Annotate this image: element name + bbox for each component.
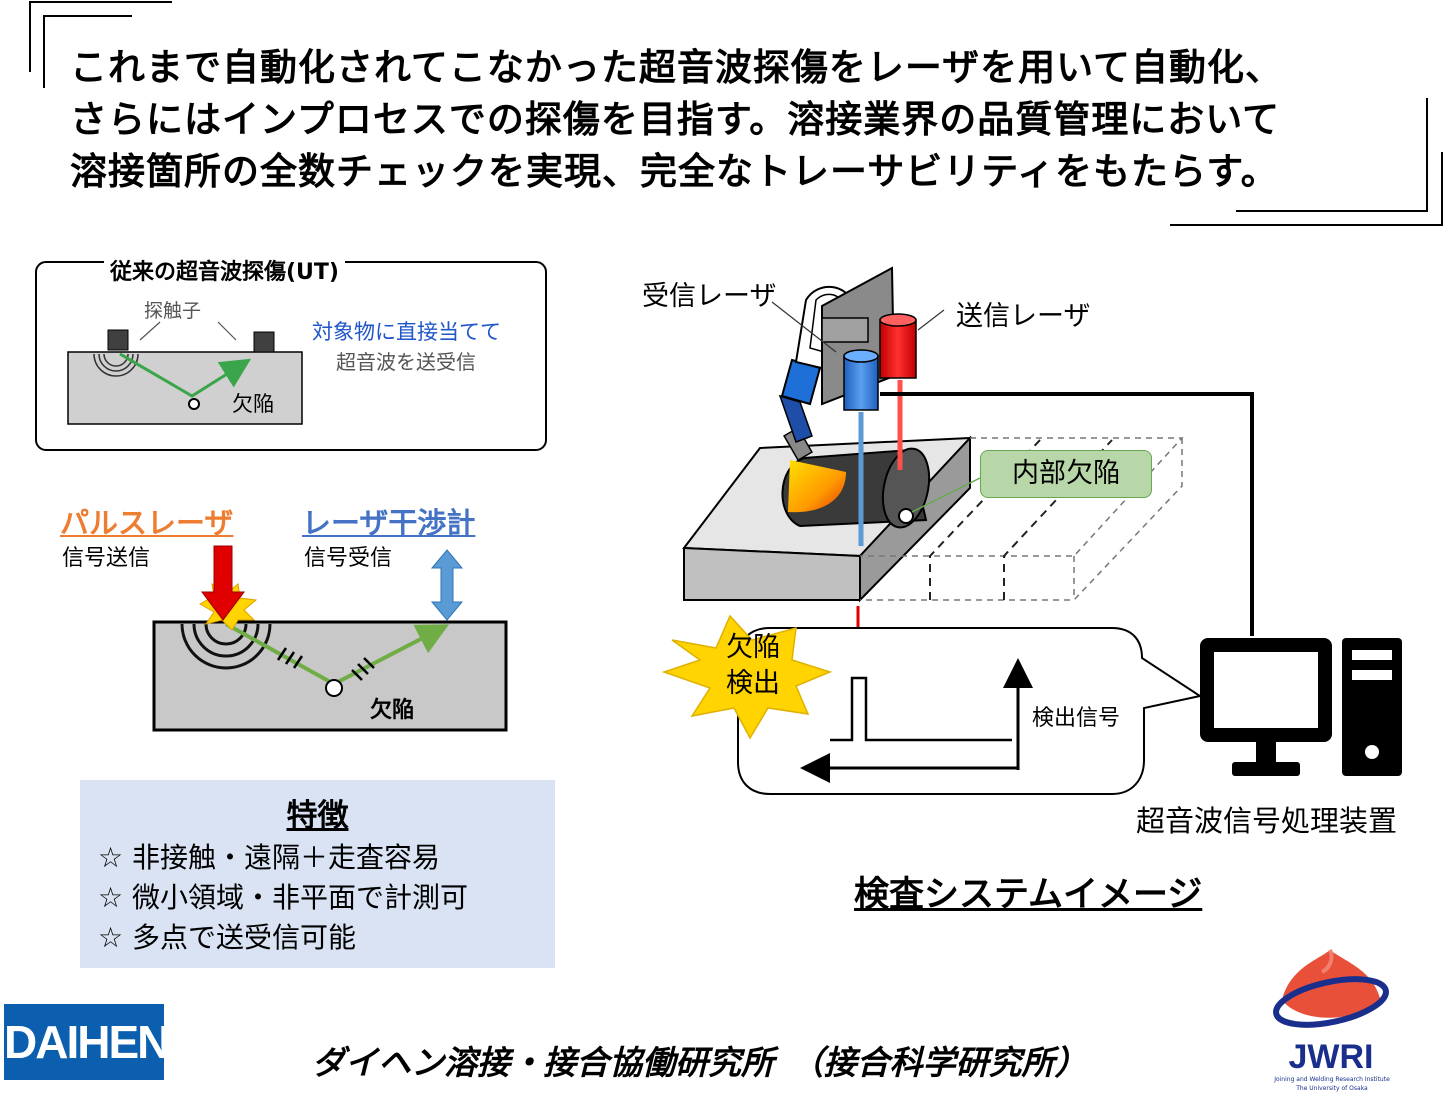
headline-bracket-left bbox=[29, 1, 172, 88]
system-title: 検査システムイメージ bbox=[854, 875, 1203, 915]
computer-icon bbox=[1200, 638, 1402, 776]
detection-signal-label: 検出信号 bbox=[1032, 706, 1121, 731]
receive-laser-head bbox=[843, 349, 879, 411]
ut-defect-dot bbox=[188, 398, 200, 410]
headline-line-2: さらにはインプロセスでの探傷を目指す。溶接業界の品質管理において bbox=[70, 98, 1281, 141]
ut-note-gray: 超音波を送受信 bbox=[336, 350, 476, 374]
laser-wave-ticks bbox=[276, 647, 375, 681]
pulse-laser-label: パルスレーザ bbox=[60, 506, 234, 540]
ut-probe-right bbox=[253, 331, 275, 353]
laser-ut-specimen bbox=[152, 620, 508, 732]
weld-flame bbox=[788, 460, 846, 513]
weld-cylinder-end bbox=[881, 447, 931, 529]
defect-detected-label: 欠陥 検出 bbox=[726, 630, 780, 702]
receive-laser-leader bbox=[771, 301, 837, 353]
ut-note-blue: 対象物に直接当てて bbox=[312, 320, 501, 344]
send-laser-head bbox=[879, 313, 917, 379]
interferometer-arrow bbox=[430, 549, 464, 621]
ut-beam-path bbox=[119, 352, 252, 398]
defect-burst bbox=[661, 614, 833, 740]
send-laser-label: 送信レーザ bbox=[956, 301, 1091, 332]
laser-defect-dot bbox=[325, 679, 343, 697]
jwri-logo-university: The University of Osaka bbox=[1296, 1085, 1368, 1092]
defect-detected-line-1: 欠陥 bbox=[726, 632, 780, 663]
signal-receive-label: 信号受信 bbox=[304, 546, 393, 571]
receive-laser-label: 受信レーザ bbox=[642, 281, 777, 312]
feature-item: ☆ 非接触・遠隔＋走査容易 bbox=[98, 841, 441, 874]
laser-defect-label: 欠陥 bbox=[370, 698, 415, 723]
features-box bbox=[80, 780, 555, 968]
signal-waveform bbox=[830, 676, 1012, 742]
internal-defect-dot bbox=[898, 508, 914, 524]
pulse-arrow bbox=[201, 545, 245, 621]
institute-name: ダイヘン溶接・接合協働研究所 （接合科学研究所） bbox=[312, 1043, 1088, 1082]
signal-cable bbox=[880, 392, 1254, 636]
defect-detected-line-2: 検出 bbox=[726, 668, 780, 699]
jwri-logo-text: JWRI bbox=[1288, 1038, 1374, 1076]
interferometer-label: レーザ干渉計 bbox=[302, 506, 476, 540]
probe-label: 探触子 bbox=[144, 300, 202, 322]
jwri-logo-subtitle: Joining and Welding Research Institute bbox=[1274, 1076, 1390, 1083]
weld-bead-lines bbox=[929, 439, 1113, 600]
signal-send-label: 信号送信 bbox=[62, 546, 151, 571]
workpiece-front bbox=[683, 546, 861, 601]
jwri-logo-mark bbox=[1273, 949, 1389, 1028]
headline-line-1: これまで自動化されてこなかった超音波探傷をレーザを用いて自動化、 bbox=[70, 46, 1284, 89]
ut-probe-left bbox=[107, 329, 129, 351]
send-laser-leader bbox=[917, 309, 945, 331]
features-title: 特徴 bbox=[286, 798, 349, 834]
laser-wave-rings bbox=[180, 623, 272, 670]
processor-label: 超音波信号処理装置 bbox=[1136, 804, 1398, 838]
feature-item: ☆ 多点で送受信可能 bbox=[98, 921, 357, 954]
feature-item: ☆ 微小領域・非平面で計測可 bbox=[98, 881, 469, 914]
headline: これまで自動化されてこなかった超音波探傷をレーザを用いて自動化、 さらにはインプ… bbox=[70, 42, 1410, 198]
headline-bracket-right bbox=[1170, 98, 1443, 226]
daihen-logo: DAIHEN bbox=[4, 1004, 170, 1080]
headline-line-3: 溶接箇所の全数チェックを実現、完全なトレーサビリティをもたらす。 bbox=[70, 150, 1279, 193]
internal-defect-leader bbox=[911, 477, 981, 513]
internal-defect-label: 内部欠陥 bbox=[980, 450, 1152, 498]
ut-probe-leaders bbox=[139, 321, 237, 341]
ut-specimen bbox=[67, 351, 303, 425]
conventional-ut-title: 従来の超音波探傷(UT) bbox=[104, 254, 345, 286]
optic-holder bbox=[821, 317, 869, 343]
ut-defect-label: 欠陥 bbox=[232, 392, 274, 416]
